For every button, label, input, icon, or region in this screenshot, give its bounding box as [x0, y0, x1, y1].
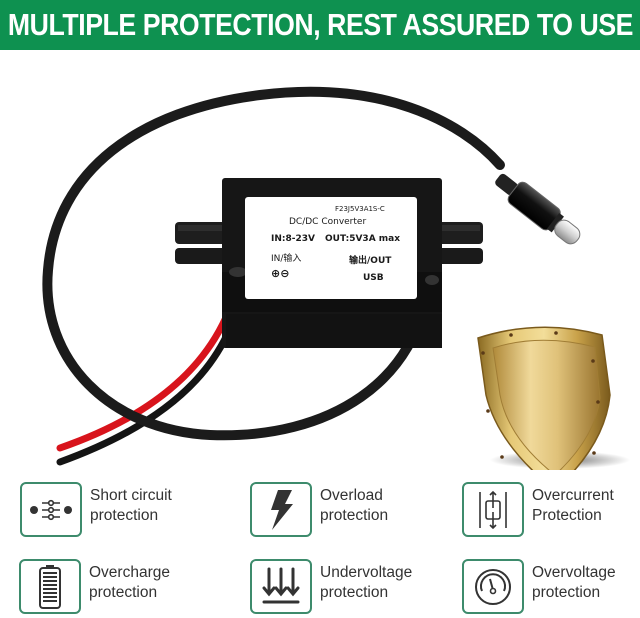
lightning-icon: [250, 482, 312, 537]
header-banner: MULTIPLE PROTECTION, REST ASSURED TO USE: [0, 0, 640, 50]
gauge-icon: [462, 559, 524, 614]
converter-label: F23J5V3A1S-C DC/DC Converter IN:8-23V OU…: [245, 197, 417, 299]
overcurrent-icon: [462, 482, 524, 537]
product-image: F23J5V3A1S-C DC/DC Converter IN:8-23V OU…: [0, 50, 640, 491]
polarity-icon: ⊕⊖: [271, 267, 290, 280]
input-spec: IN:8-23V: [271, 234, 315, 244]
output-spec: OUT:5V3A max: [325, 234, 401, 244]
output-type: USB: [363, 273, 384, 283]
model-number: F23J5V3A1S-C: [335, 205, 385, 213]
label-title: DC/DC Converter: [289, 217, 367, 227]
battery-icon: [19, 559, 81, 614]
short-circuit-icon: [20, 482, 82, 537]
banner-title: MULTIPLE PROTECTION, REST ASSURED TO USE: [7, 7, 633, 42]
input-label: IN/输入: [271, 254, 302, 264]
output-label: 输出/OUT: [349, 256, 392, 266]
down-arrows-icon: [250, 559, 312, 614]
